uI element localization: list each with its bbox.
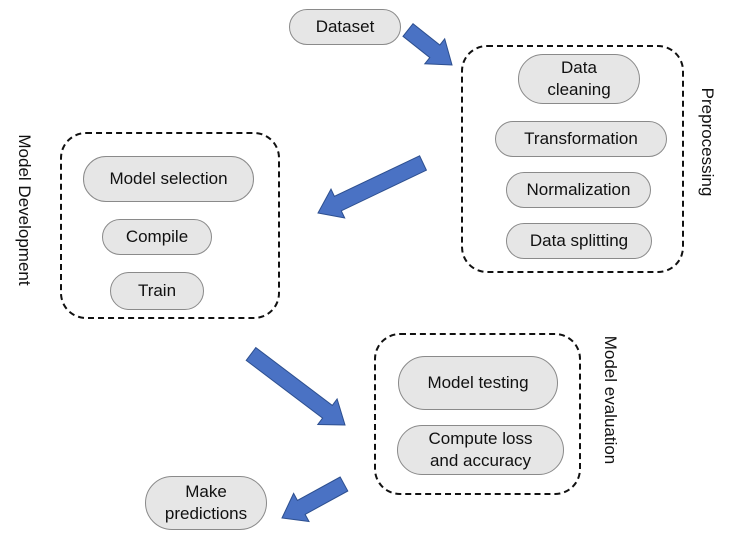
model-selection-node: Model selection	[83, 156, 254, 202]
data-splitting-node: Data splitting	[506, 223, 652, 259]
arrow-development-to-evaluation	[245, 346, 346, 426]
preprocessing-group	[461, 45, 684, 273]
model-development-group	[60, 132, 280, 319]
model-evaluation-group	[374, 333, 581, 495]
arrow-preprocessing-to-development	[317, 155, 428, 219]
preprocessing-label: Preprocessing	[698, 87, 717, 197]
transformation-node: Transformation	[495, 121, 667, 157]
normalization-node: Normalization	[506, 172, 651, 208]
dataset-node: Dataset	[289, 9, 401, 45]
compute-loss-node: Compute loss and accuracy	[397, 425, 564, 475]
model-development-label: Model Development	[15, 134, 34, 286]
compile-node: Compile	[102, 219, 212, 255]
model-evaluation-label: Model evaluation	[601, 335, 620, 465]
data-cleaning-node: Data cleaning	[518, 54, 640, 104]
make-predictions-node: Make predictions	[145, 476, 267, 530]
model-testing-node: Model testing	[398, 356, 558, 410]
arrow-evaluation-to-predictions	[281, 476, 349, 523]
train-node: Train	[110, 272, 204, 310]
arrow-dataset-to-preprocessing	[402, 22, 453, 66]
